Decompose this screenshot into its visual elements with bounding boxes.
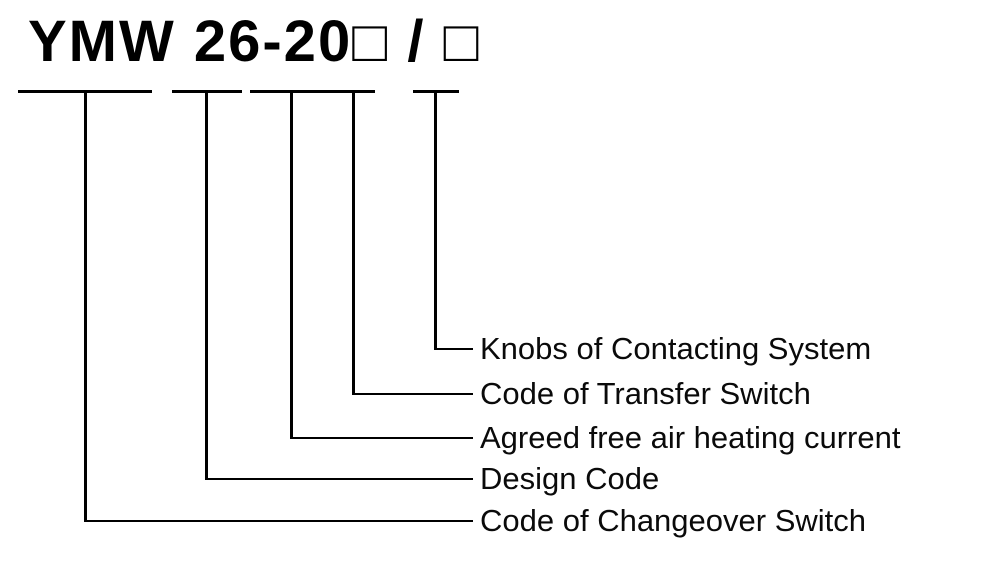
leader-line-transfer-switch-box — [352, 90, 473, 395]
label-agreed-free-air-heating-current: Agreed free air heating current — [480, 420, 901, 455]
label-knobs-of-contacting-system: Knobs of Contacting System — [480, 331, 872, 366]
leader-line-design-code — [205, 90, 473, 480]
label-design-code: Design Code — [480, 461, 660, 496]
leader-line-changeover-code — [84, 90, 473, 522]
model-number: YMW 26-20□ / □ — [28, 9, 481, 74]
leader-line-heating-current-code — [290, 90, 473, 439]
label-code-of-changeover-switch: Code of Changeover Switch — [480, 503, 867, 538]
label-code-of-transfer-switch: Code of Transfer Switch — [480, 376, 811, 411]
leader-line-knobs-box — [434, 90, 473, 350]
